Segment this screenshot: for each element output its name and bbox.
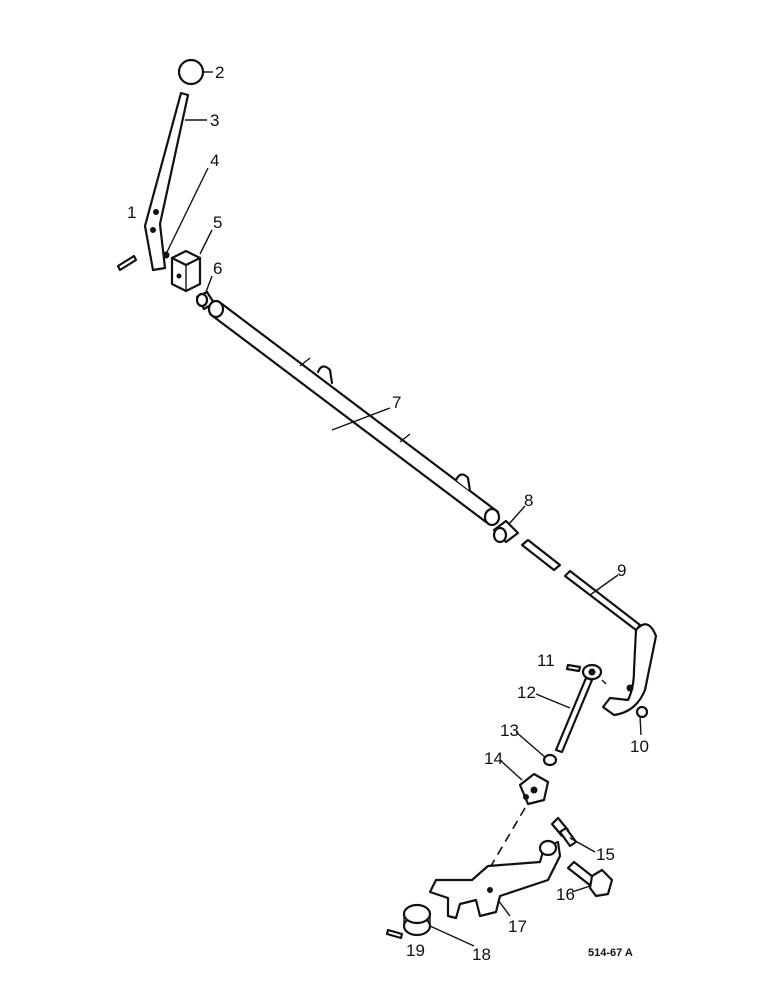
callout-19: 19 bbox=[406, 941, 425, 960]
part-19-pin bbox=[385, 928, 404, 940]
callout-11: 11 bbox=[537, 651, 555, 670]
callout-labels: 1 2 3 4 5 6 7 8 9 10 11 12 13 14 15 16 1… bbox=[127, 63, 649, 964]
callout-5: 5 bbox=[213, 213, 222, 232]
part-10-bolt bbox=[635, 705, 649, 719]
callout-4: 4 bbox=[210, 151, 219, 170]
callout-2: 2 bbox=[215, 63, 224, 82]
part-4-bolt bbox=[162, 251, 170, 259]
part-18-pad bbox=[402, 903, 432, 937]
callout-8: 8 bbox=[524, 491, 533, 510]
part-15-bolt bbox=[550, 816, 578, 848]
callout-9: 9 bbox=[617, 561, 626, 580]
part-17-pedal bbox=[428, 839, 562, 920]
part-7-shaft bbox=[207, 299, 501, 527]
part-13-nut bbox=[542, 753, 558, 767]
callout-16: 16 bbox=[556, 885, 575, 904]
part-2-knob bbox=[177, 58, 205, 86]
callout-1: 1 bbox=[127, 203, 136, 222]
part-14-clevis bbox=[518, 772, 550, 806]
leader-lines bbox=[166, 71, 642, 947]
part-16-bolt bbox=[566, 860, 614, 898]
part-12-link-rod bbox=[554, 663, 603, 754]
callout-18: 18 bbox=[472, 945, 491, 964]
callout-6: 6 bbox=[213, 259, 222, 278]
part-9-arm bbox=[520, 538, 658, 717]
callout-15: 15 bbox=[596, 845, 615, 864]
callout-7: 7 bbox=[392, 393, 401, 412]
part-11-pin bbox=[565, 663, 582, 673]
callout-14: 14 bbox=[484, 749, 503, 768]
part-5-block bbox=[170, 249, 202, 293]
callout-12: 12 bbox=[517, 683, 536, 702]
callout-10: 10 bbox=[630, 737, 649, 756]
part-8-bushing bbox=[492, 519, 520, 544]
part-1-pin bbox=[116, 254, 138, 272]
part-3-lever bbox=[143, 91, 190, 272]
reference-code: 514-67 A bbox=[588, 947, 633, 959]
callout-3: 3 bbox=[210, 111, 219, 130]
callout-17: 17 bbox=[508, 917, 527, 936]
callout-13: 13 bbox=[500, 721, 519, 740]
